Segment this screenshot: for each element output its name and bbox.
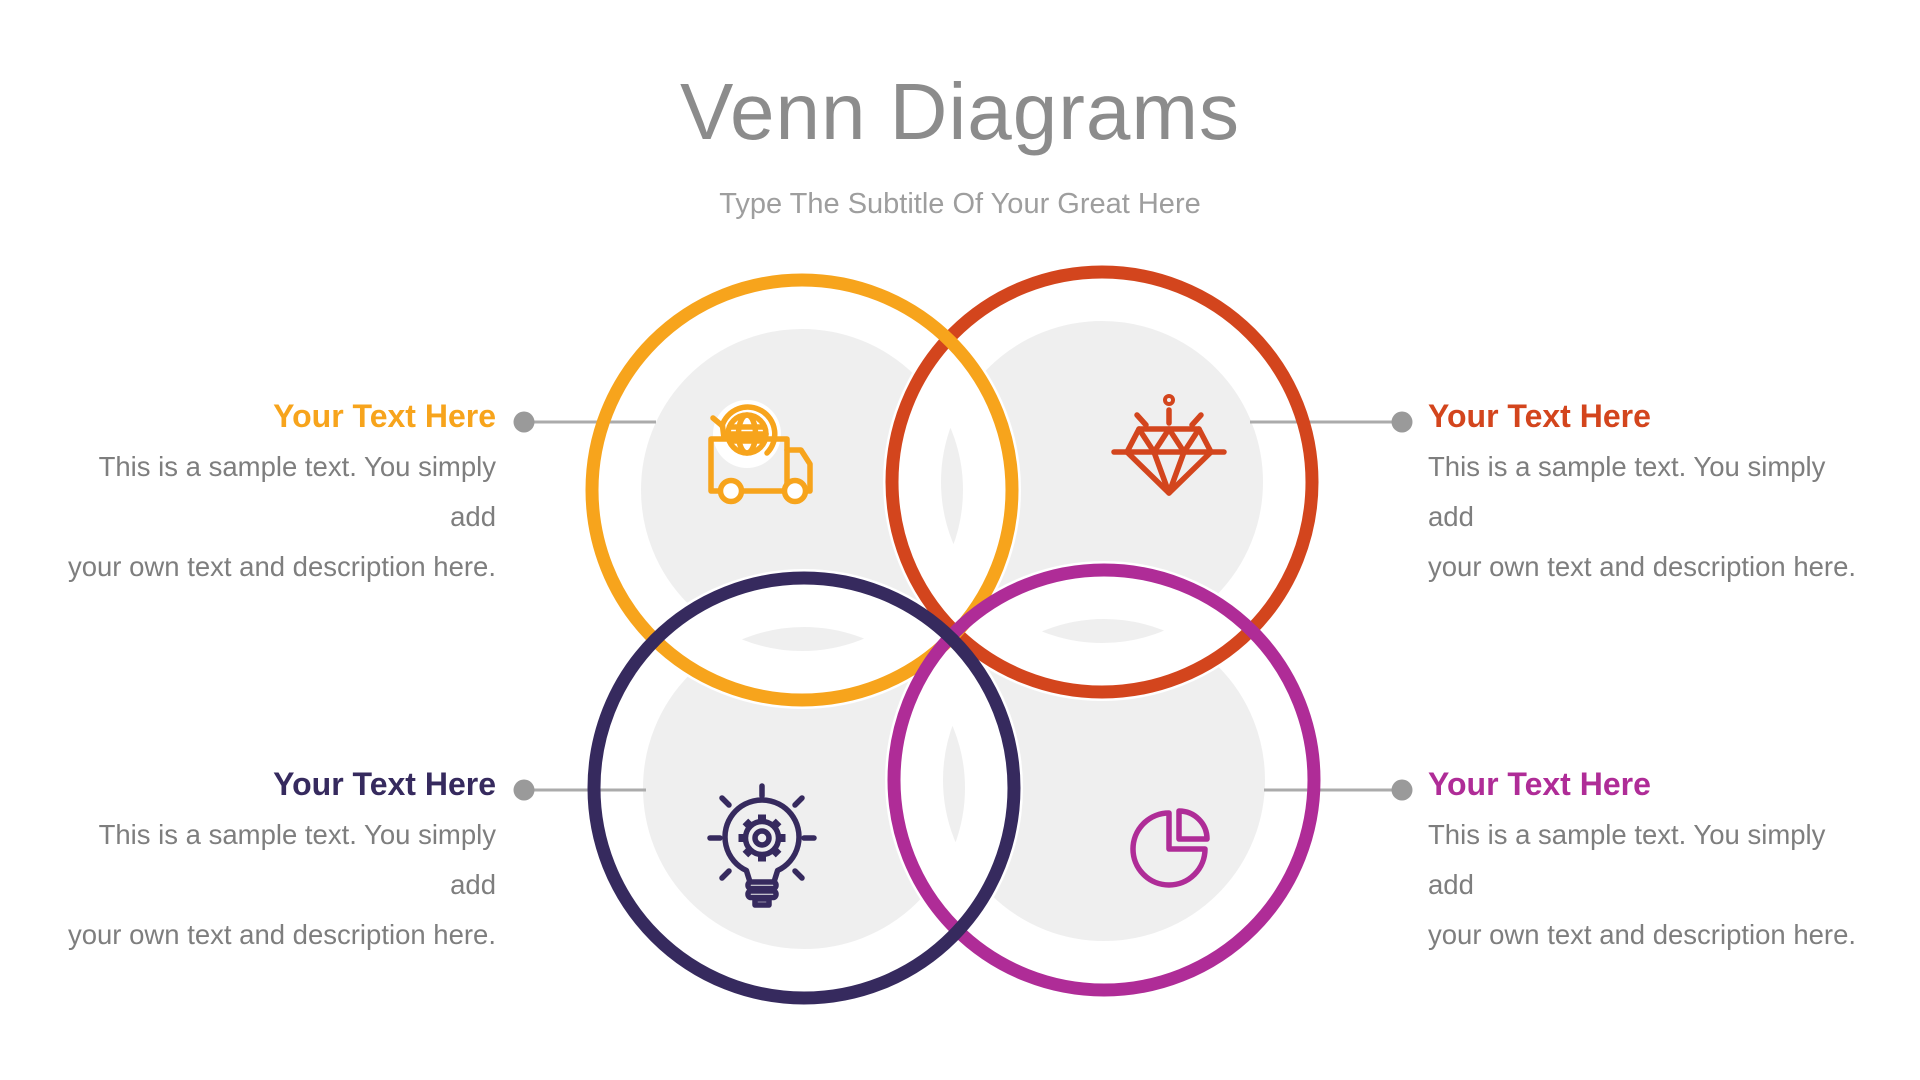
circle-fill-bottom-right [942,618,1266,942]
gear-lightbulb-icon [707,783,817,908]
pie-slice [1176,808,1210,842]
gear-teeth [738,814,786,862]
bulb-rays [707,783,817,881]
white-gap-ring-bottom-right [885,561,1323,999]
globe-parallels [725,424,769,444]
diamond-top-facets [1136,426,1202,455]
text-block-body-line: your own text and description here. [1428,919,1857,950]
diamond-spark-dot [1163,394,1175,406]
globe-truck-delivery-icon [708,400,813,505]
connector-dot-top-left [513,411,535,433]
text-block-body-line: your own text and description here. [1428,551,1857,582]
circle-fill-bottom-left [642,626,966,950]
truck-wheel-left [717,477,745,505]
bulb-base-tip [752,896,772,908]
pie-chart-icon [1130,808,1210,888]
text-block-top-right: Your Text Here This is a sample text. Yo… [1428,398,1858,592]
white-gap-ring-top-right [883,263,1321,701]
text-block-body-line: This is a sample text. You simply add [1428,819,1826,900]
text-block-top-left: Your Text Here This is a sample text. Yo… [66,398,496,592]
page-title: Venn Diagrams [680,67,1240,156]
text-block-heading: Your Text Here [273,398,496,434]
globe-orbit-arrow-arc [719,404,778,456]
diamond-icon [1111,394,1227,496]
white-gap-ring-bottom-left [585,569,1023,1007]
text-block-body-line: This is a sample text. You simply add [98,819,496,900]
diamond-bottom-facets [1151,449,1187,496]
gear-body [742,818,782,858]
text-block-bottom-right: Your Text Here This is a sample text. Yo… [1428,766,1858,960]
pie-main [1130,810,1208,888]
text-block-body-line: This is a sample text. You simply add [1428,451,1826,532]
truck-wheel-right [781,477,809,505]
text-block-body-line: your own text and description here. [67,551,496,582]
text-block-body-line: This is a sample text. You simply add [98,451,496,532]
text-block-body-line: your own text and description here. [67,919,496,950]
connector-dot-bottom-right [1391,779,1413,801]
venn-ring-top-right [885,265,1319,699]
white-gap-ring-top-left [583,271,1021,709]
text-block-heading: Your Text Here [1428,766,1651,802]
connector-dot-top-right [1391,411,1413,433]
text-block-heading: Your Text Here [1428,398,1651,434]
diamond-outline [1124,426,1214,496]
circle-fill-top-right [940,320,1264,644]
venn-ring-top-left [585,273,1019,707]
page-subtitle: Type The Subtitle Of Your Great Here [719,188,1201,220]
text-block-bottom-left: Your Text Here This is a sample text. Yo… [66,766,496,960]
venn-ring-bottom-right [887,563,1321,997]
globe-orbit-arrowhead [710,415,727,441]
text-block-heading: Your Text Here [273,766,496,802]
diamond-rays-diagonal [1134,412,1204,428]
connector-dot-bottom-left [513,779,535,801]
venn-ring-bottom-left [587,571,1021,1005]
gear-hole [752,828,772,848]
